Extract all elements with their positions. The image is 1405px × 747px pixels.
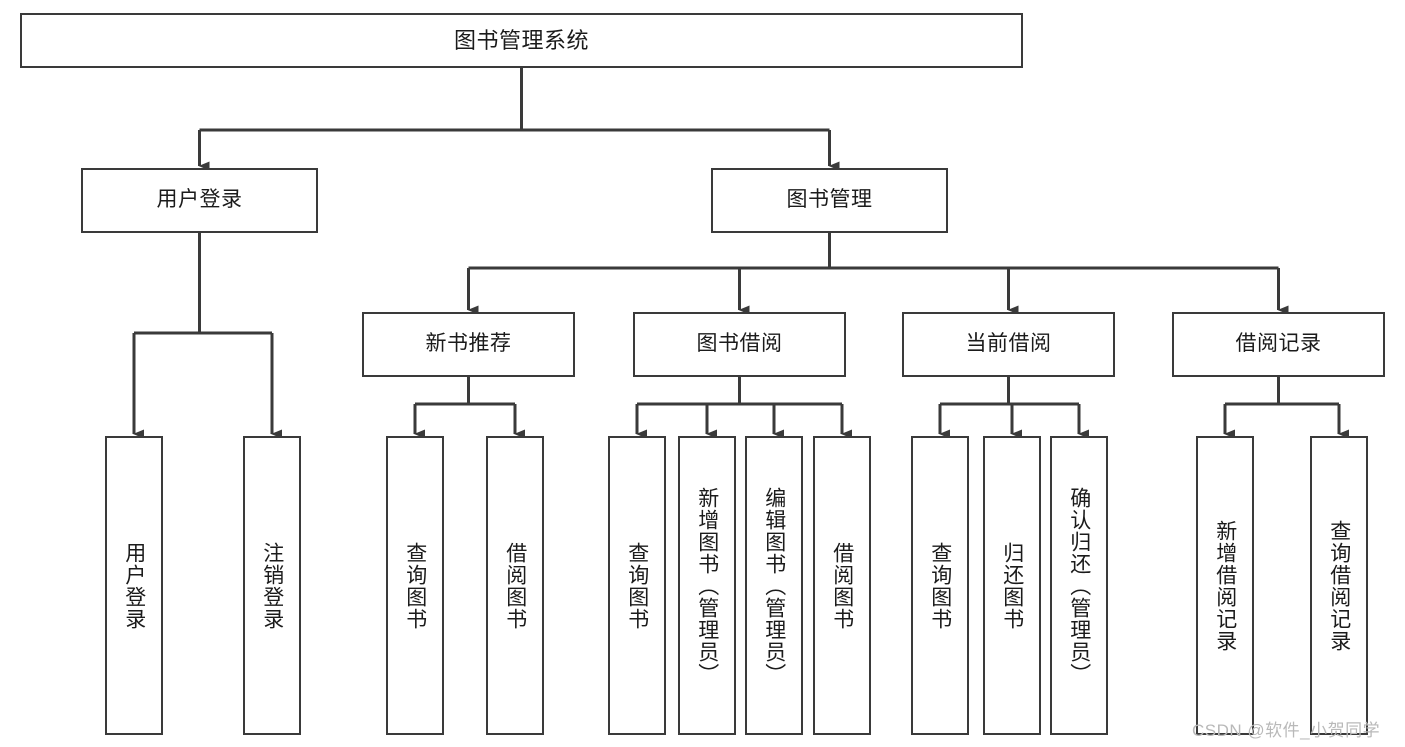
node-label: 确认归还（管理员） <box>1067 486 1091 685</box>
node-leaf-query-book-3[interactable]: 查询图书 <box>911 436 969 735</box>
node-label: 新书推荐 <box>425 332 512 356</box>
node-user-login[interactable]: 用户登录 <box>81 168 318 233</box>
node-label: 查询图书 <box>928 541 952 630</box>
node-label: 归还图书 <box>1000 541 1024 630</box>
node-label: 用户登录 <box>122 541 146 630</box>
node-borrow-record[interactable]: 借阅记录 <box>1172 312 1385 377</box>
node-new-book-recommend[interactable]: 新书推荐 <box>362 312 575 377</box>
node-leaf-borrow-book-1[interactable]: 借阅图书 <box>486 436 544 735</box>
node-label: 借阅记录 <box>1235 332 1322 356</box>
node-leaf-add-book[interactable]: 新增图书（管理员） <box>678 436 736 735</box>
node-current-borrow[interactable]: 当前借阅 <box>902 312 1115 377</box>
node-leaf-add-record[interactable]: 新增借阅记录 <box>1196 436 1254 735</box>
node-label: 图书管理系统 <box>453 27 589 53</box>
node-label: 查询图书 <box>625 541 649 630</box>
node-leaf-query-book-2[interactable]: 查询图书 <box>608 436 666 735</box>
node-label: 用户登录 <box>156 188 243 212</box>
node-label: 查询借阅记录 <box>1327 519 1351 652</box>
node-leaf-query-book-1[interactable]: 查询图书 <box>386 436 444 735</box>
node-book-management[interactable]: 图书管理 <box>711 168 948 233</box>
node-leaf-borrow-book-2[interactable]: 借阅图书 <box>813 436 871 735</box>
node-label: 注销登录 <box>260 541 284 630</box>
node-leaf-user-login[interactable]: 用户登录 <box>105 436 163 735</box>
node-book-borrow[interactable]: 图书借阅 <box>633 312 846 377</box>
node-leaf-return-book[interactable]: 归还图书 <box>983 436 1041 735</box>
node-label: 图书借阅 <box>696 332 783 356</box>
node-label: 查询图书 <box>403 541 427 630</box>
node-label: 借阅图书 <box>830 541 854 630</box>
node-label: 当前借阅 <box>965 332 1052 356</box>
node-leaf-logout[interactable]: 注销登录 <box>243 436 301 735</box>
node-label: 新增图书（管理员） <box>695 486 719 685</box>
node-label: 借阅图书 <box>503 541 527 630</box>
node-label: 图书管理 <box>786 188 873 212</box>
node-leaf-confirm-return[interactable]: 确认归还（管理员） <box>1050 436 1108 735</box>
node-leaf-edit-book[interactable]: 编辑图书（管理员） <box>745 436 803 735</box>
node-leaf-query-record[interactable]: 查询借阅记录 <box>1310 436 1368 735</box>
node-root[interactable]: 图书管理系统 <box>20 13 1023 68</box>
node-label: 新增借阅记录 <box>1213 519 1237 652</box>
node-label: 编辑图书（管理员） <box>762 486 786 685</box>
csdn-watermark: CSDN @软件_小贺同学 <box>1192 721 1381 740</box>
